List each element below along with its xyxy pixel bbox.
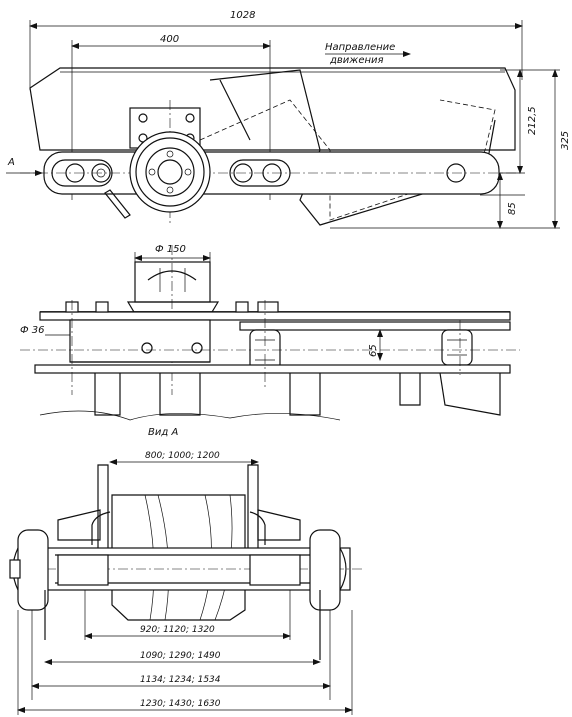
main-wheel	[129, 131, 211, 213]
dim-pin-diameter: Ф 36	[20, 325, 45, 336]
dim-roller-height: 85	[507, 202, 518, 215]
dim-to-axis: 400	[160, 34, 179, 45]
view-a-title: Вид А	[148, 427, 178, 438]
view-arrow-label: A	[7, 157, 15, 168]
dim-outer2: 1230; 1430; 1630	[140, 699, 221, 709]
direction-label-line2: движения	[329, 55, 384, 66]
dim-mid: 1090; 1290; 1490	[140, 651, 221, 661]
hub-left	[57, 554, 109, 586]
dim-roller-offset: 65	[368, 344, 379, 357]
dim-belt-width: 800; 1000; 1200	[145, 451, 220, 461]
lower-plate	[34, 364, 511, 374]
upper-plate	[39, 311, 511, 321]
dim-wheel-diameter: Ф 150	[155, 244, 186, 255]
dim-axis-height: 212,5	[527, 106, 538, 135]
wheel-plan	[134, 261, 211, 303]
wheel-left	[17, 529, 49, 611]
dim-inner: 920; 1120; 1320	[140, 625, 215, 635]
wheel-right	[309, 529, 341, 611]
housing-outline	[29, 67, 516, 151]
dim-outer1: 1134; 1234; 1534	[140, 675, 221, 685]
central-box	[69, 319, 211, 363]
plan-view: Ф 150 Ф 36 65	[20, 244, 520, 421]
end-roller-hole	[446, 163, 466, 183]
hub-right	[249, 554, 301, 586]
view-a: Вид А 800; 1000; 1200	[9, 427, 362, 715]
dim-overall-length: 1028	[230, 10, 255, 21]
inclined-frame	[209, 69, 496, 226]
direction-label-line1: Направление	[325, 42, 395, 53]
dim-total-height: 325	[560, 131, 571, 150]
roller-right	[441, 329, 473, 366]
side-elevation-view: 1028 400 Направление движения	[6, 10, 571, 229]
